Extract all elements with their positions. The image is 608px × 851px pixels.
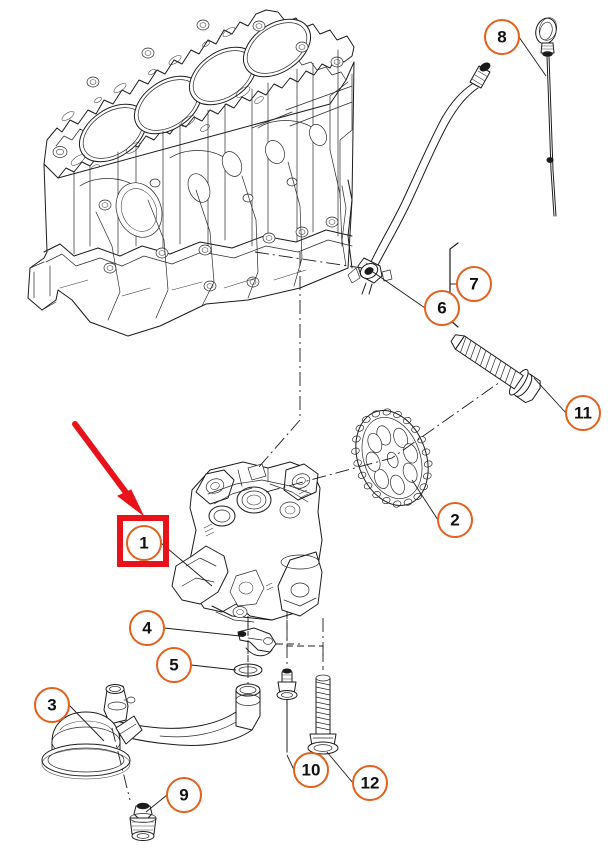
callout-10-circle[interactable] [293,752,329,788]
bracket-7 [449,242,459,328]
leader-3 [68,704,105,742]
callout-11[interactable]: 11 [565,395,601,431]
callout-3-circle[interactable] [34,687,70,723]
leader-10 [286,754,295,771]
callout-4-number: 4 [142,619,152,638]
callout-7[interactable]: 7 [456,266,492,302]
callout-2-circle[interactable] [437,502,473,538]
leader-12 [326,751,354,784]
callout-6[interactable]: 6 [424,290,460,326]
highlight-arrow-shaft [72,421,133,501]
leader-8 [518,36,547,77]
highlight-arrow [72,421,144,516]
assembly-centerlines [111,251,501,801]
callout-8-circle[interactable] [484,19,520,55]
callout-12-circle[interactable] [352,765,388,801]
engine-cylinder-block [27,9,355,337]
callout-5-circle[interactable] [156,647,192,683]
oil-pickup-tube-strainer [41,683,261,780]
highlight-box [117,515,169,567]
callout-1[interactable]: 1 [126,525,162,561]
relief-valve-plug [276,668,298,753]
callout-7-number: 7 [469,275,478,294]
oil-pump-mounting-bolt [307,674,339,755]
callout-2-number: 2 [450,511,459,530]
oil-drain-plug [129,802,157,841]
callout-9-circle[interactable] [166,777,202,813]
callout-10[interactable]: 10 [293,752,329,788]
callout-8-number: 8 [497,28,506,47]
callout-2[interactable]: 2 [437,502,473,538]
callout-6-circle[interactable] [424,290,460,326]
callout-12-number: 12 [361,774,380,793]
callout-11-circle[interactable] [565,395,601,431]
leader-5 [190,664,237,671]
callout-9[interactable]: 9 [166,777,202,813]
oil-pump-sprocket-bolt [450,334,541,404]
callout-1-number: 1 [139,534,148,553]
oil-level-dipstick [535,17,558,217]
leader-1 [160,542,213,587]
o-ring-dipstick-seal [359,263,379,279]
callout-5[interactable]: 5 [156,647,192,683]
leader-6 [372,271,426,309]
leader-4 [163,627,241,637]
callout-8[interactable]: 8 [484,19,520,55]
callout-12[interactable]: 12 [352,765,388,801]
callout-11-number: 11 [574,404,592,423]
callout-6-number: 6 [437,299,446,318]
leader-11 [533,377,567,414]
callout-1-circle[interactable] [126,525,162,561]
pickup-tube-bracket-clip [237,627,277,657]
callout-3[interactable]: 3 [34,687,70,723]
highlight-arrow-head [117,489,144,516]
callout-4[interactable]: 4 [129,610,165,646]
assembly-dashed-paths [247,612,324,664]
callout-3-number: 3 [47,696,56,715]
callout-7-circle[interactable] [456,266,492,302]
callout-5-number: 5 [169,656,178,675]
leader-2 [411,479,439,521]
callout-9-number: 9 [179,786,188,805]
oil-pump-body [171,461,323,623]
leader-9 [145,794,168,813]
callout-leader-lines [68,36,567,813]
callout-4-circle[interactable] [129,610,165,646]
callout-10-number: 10 [302,761,321,780]
